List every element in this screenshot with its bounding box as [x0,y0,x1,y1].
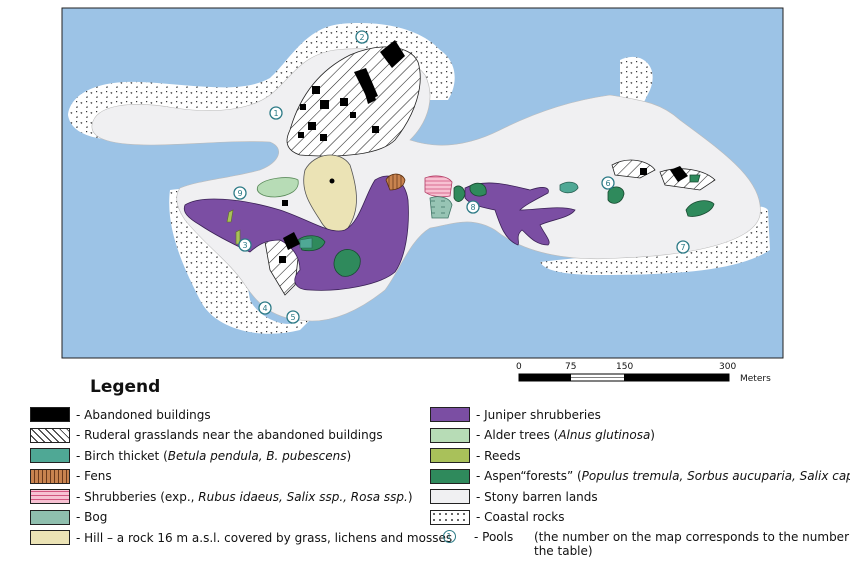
pool-marker-5: 5 [286,310,300,324]
pool-marker-1: 1 [269,106,283,120]
svg-text:8: 8 [470,203,475,212]
svg-text:3: 3 [242,241,247,250]
legend-label-stony: - Stony barren lands [476,490,598,504]
svg-text:7: 7 [680,243,685,252]
pool-marker-2: 2 [355,30,369,44]
legend-label-text: - Bog [76,510,108,524]
pool-marker-4: 4 [258,301,272,315]
legend-swatch-fens [30,468,70,484]
legend-item-fens: - Fens [30,468,112,484]
legend-label-hill: - Hill – a rock 16 m a.s.l. covered by g… [76,531,452,545]
svg-text:2: 2 [359,33,364,42]
legend-label-buildings: - Abandoned buildings [76,408,211,422]
scale-tick-75: 75 [565,362,577,372]
legend-item-pools: 1 - Pools (the number on the map corresp… [430,530,850,558]
legend-swatch-hill [30,530,70,545]
legend-label-suffix: ) [407,489,413,504]
legend-item-stony: - Stony barren lands [430,489,598,504]
legend-swatch-juniper [430,407,470,422]
legend-label-birch: - Birch thicket (Betula pendula, B. pube… [76,449,351,463]
legend-label-species: Betula pendula, B. pubescens [167,448,347,463]
legend-label-fens: - Fens [76,469,112,483]
legend-label-text: - Abandoned buildings [76,407,211,422]
pool-marker-3: 3 [238,238,252,252]
shrubberies [424,175,453,198]
legend-swatch-reeds [430,448,470,463]
scale-tick-0: 0 [516,362,522,372]
legend-label-text: - Alder trees ( [476,428,559,442]
legend-label-alder: - Alder trees (Alnus glutinosa) [476,428,655,442]
legend-label-species: Rubus idaeus, Salix ssp., Rosa ssp. [198,489,408,504]
pool-marker-9: 9 [233,186,247,200]
legend-item-hill: - Hill – a rock 16 m a.s.l. covered by g… [30,530,452,545]
legend-label-reeds: - Reeds [476,449,521,463]
legend-label-suffix: ) [650,428,655,442]
pool-markers: 1 2 3 4 5 6 7 8 9 [233,30,690,324]
pool-marker-7: 7 [676,240,690,254]
pool-marker-8: 8 [466,200,480,214]
hill-summit-marker [329,178,335,184]
reeds [226,209,241,245]
birch-thicket [299,181,579,249]
legend-label-bog: - Bog [76,510,107,524]
legend-label-suffix: ) [346,448,352,463]
legend-label-coastal: - Coastal rocks [476,510,565,524]
legend-swatch-birch [30,448,70,463]
legend-swatch-bog [30,509,70,525]
pool-circle-icon: 1 [430,530,468,543]
legend-label-text: - Fens [76,469,112,483]
legend-item-ruderal: - Ruderal grasslands near the abandoned … [30,427,383,443]
svg-text:5: 5 [290,313,295,322]
scale-unit: Meters [740,374,771,384]
legend-item-coastal: - Coastal rocks [430,509,565,525]
svg-text:6: 6 [605,179,610,188]
legend-swatch-aspen [430,468,470,484]
abandoned-buildings [279,40,688,263]
legend-label-text: - Ruderal grasslands near the abandoned … [76,428,383,442]
svg-text:9: 9 [237,189,242,198]
svg-text:1: 1 [273,109,278,118]
legend-swatch-ruderal [30,427,70,443]
svg-text:4: 4 [262,304,267,313]
legend-item-bog: - Bog [30,509,107,525]
legend-label-aspen: - Aspen“forests” (Populus tremula, Sorbu… [476,469,850,483]
legend-swatch-alder [430,427,470,443]
legend-pools-label: - Pools [474,530,514,544]
legend-pools-note: (the number on the map corresponds to th… [534,530,850,558]
legend-item-buildings: - Abandoned buildings [30,407,211,422]
legend-swatch-buildings [30,407,70,422]
legend-label-juniper: - Juniper shrubberies [476,408,601,422]
legend-label-text: - Shrubberies (exp., [76,489,199,504]
legend-swatch-stony [430,489,470,504]
scale-tick-150: 150 [616,362,634,372]
pool-marker-6: 6 [601,176,615,190]
alder-trees [256,177,299,198]
legend-label-text: - Hill – a rock 16 m a.s.l. covered by g… [76,530,453,545]
legend-label-shrubberies: - Shrubberies (exp., Rubus idaeus, Salix… [76,490,413,504]
legend-item-aspen: - Aspen“forests” (Populus tremula, Sorbu… [430,468,850,484]
legend-label-text: - Coastal rocks [476,510,565,524]
legend-label-ruderal: - Ruderal grasslands near the abandoned … [76,428,383,442]
legend-item-shrubberies: - Shrubberies (exp., Rubus idaeus, Salix… [30,489,413,504]
legend-item-juniper: - Juniper shrubberies [430,407,601,422]
legend-label-text: - Stony barren lands [476,489,598,504]
bog [429,196,453,219]
scale-tick-300: 300 [719,362,737,372]
scale-bar [518,373,730,382]
legend-item-reeds: - Reeds [430,448,521,463]
legend-label-text: - Aspen“forests” ( [476,469,582,483]
legend-label-species: Populus tremula, Sorbus aucuparia, Salix… [581,469,850,483]
legend-title: Legend [90,377,161,397]
legend-item-birch: - Birch thicket (Betula pendula, B. pube… [30,448,351,463]
legend-swatch-shrubberies [30,489,70,504]
legend-item-alder: - Alder trees (Alnus glutinosa) [430,427,655,443]
fens [385,173,406,191]
legend-label-species: Alnus glutinosa [558,428,651,442]
legend-label-text: - Juniper shrubberies [476,407,601,422]
legend-label-text: - Reeds [476,448,521,463]
legend-label-text: - Birch thicket ( [76,448,168,463]
legend-swatch-coastal [430,509,470,525]
